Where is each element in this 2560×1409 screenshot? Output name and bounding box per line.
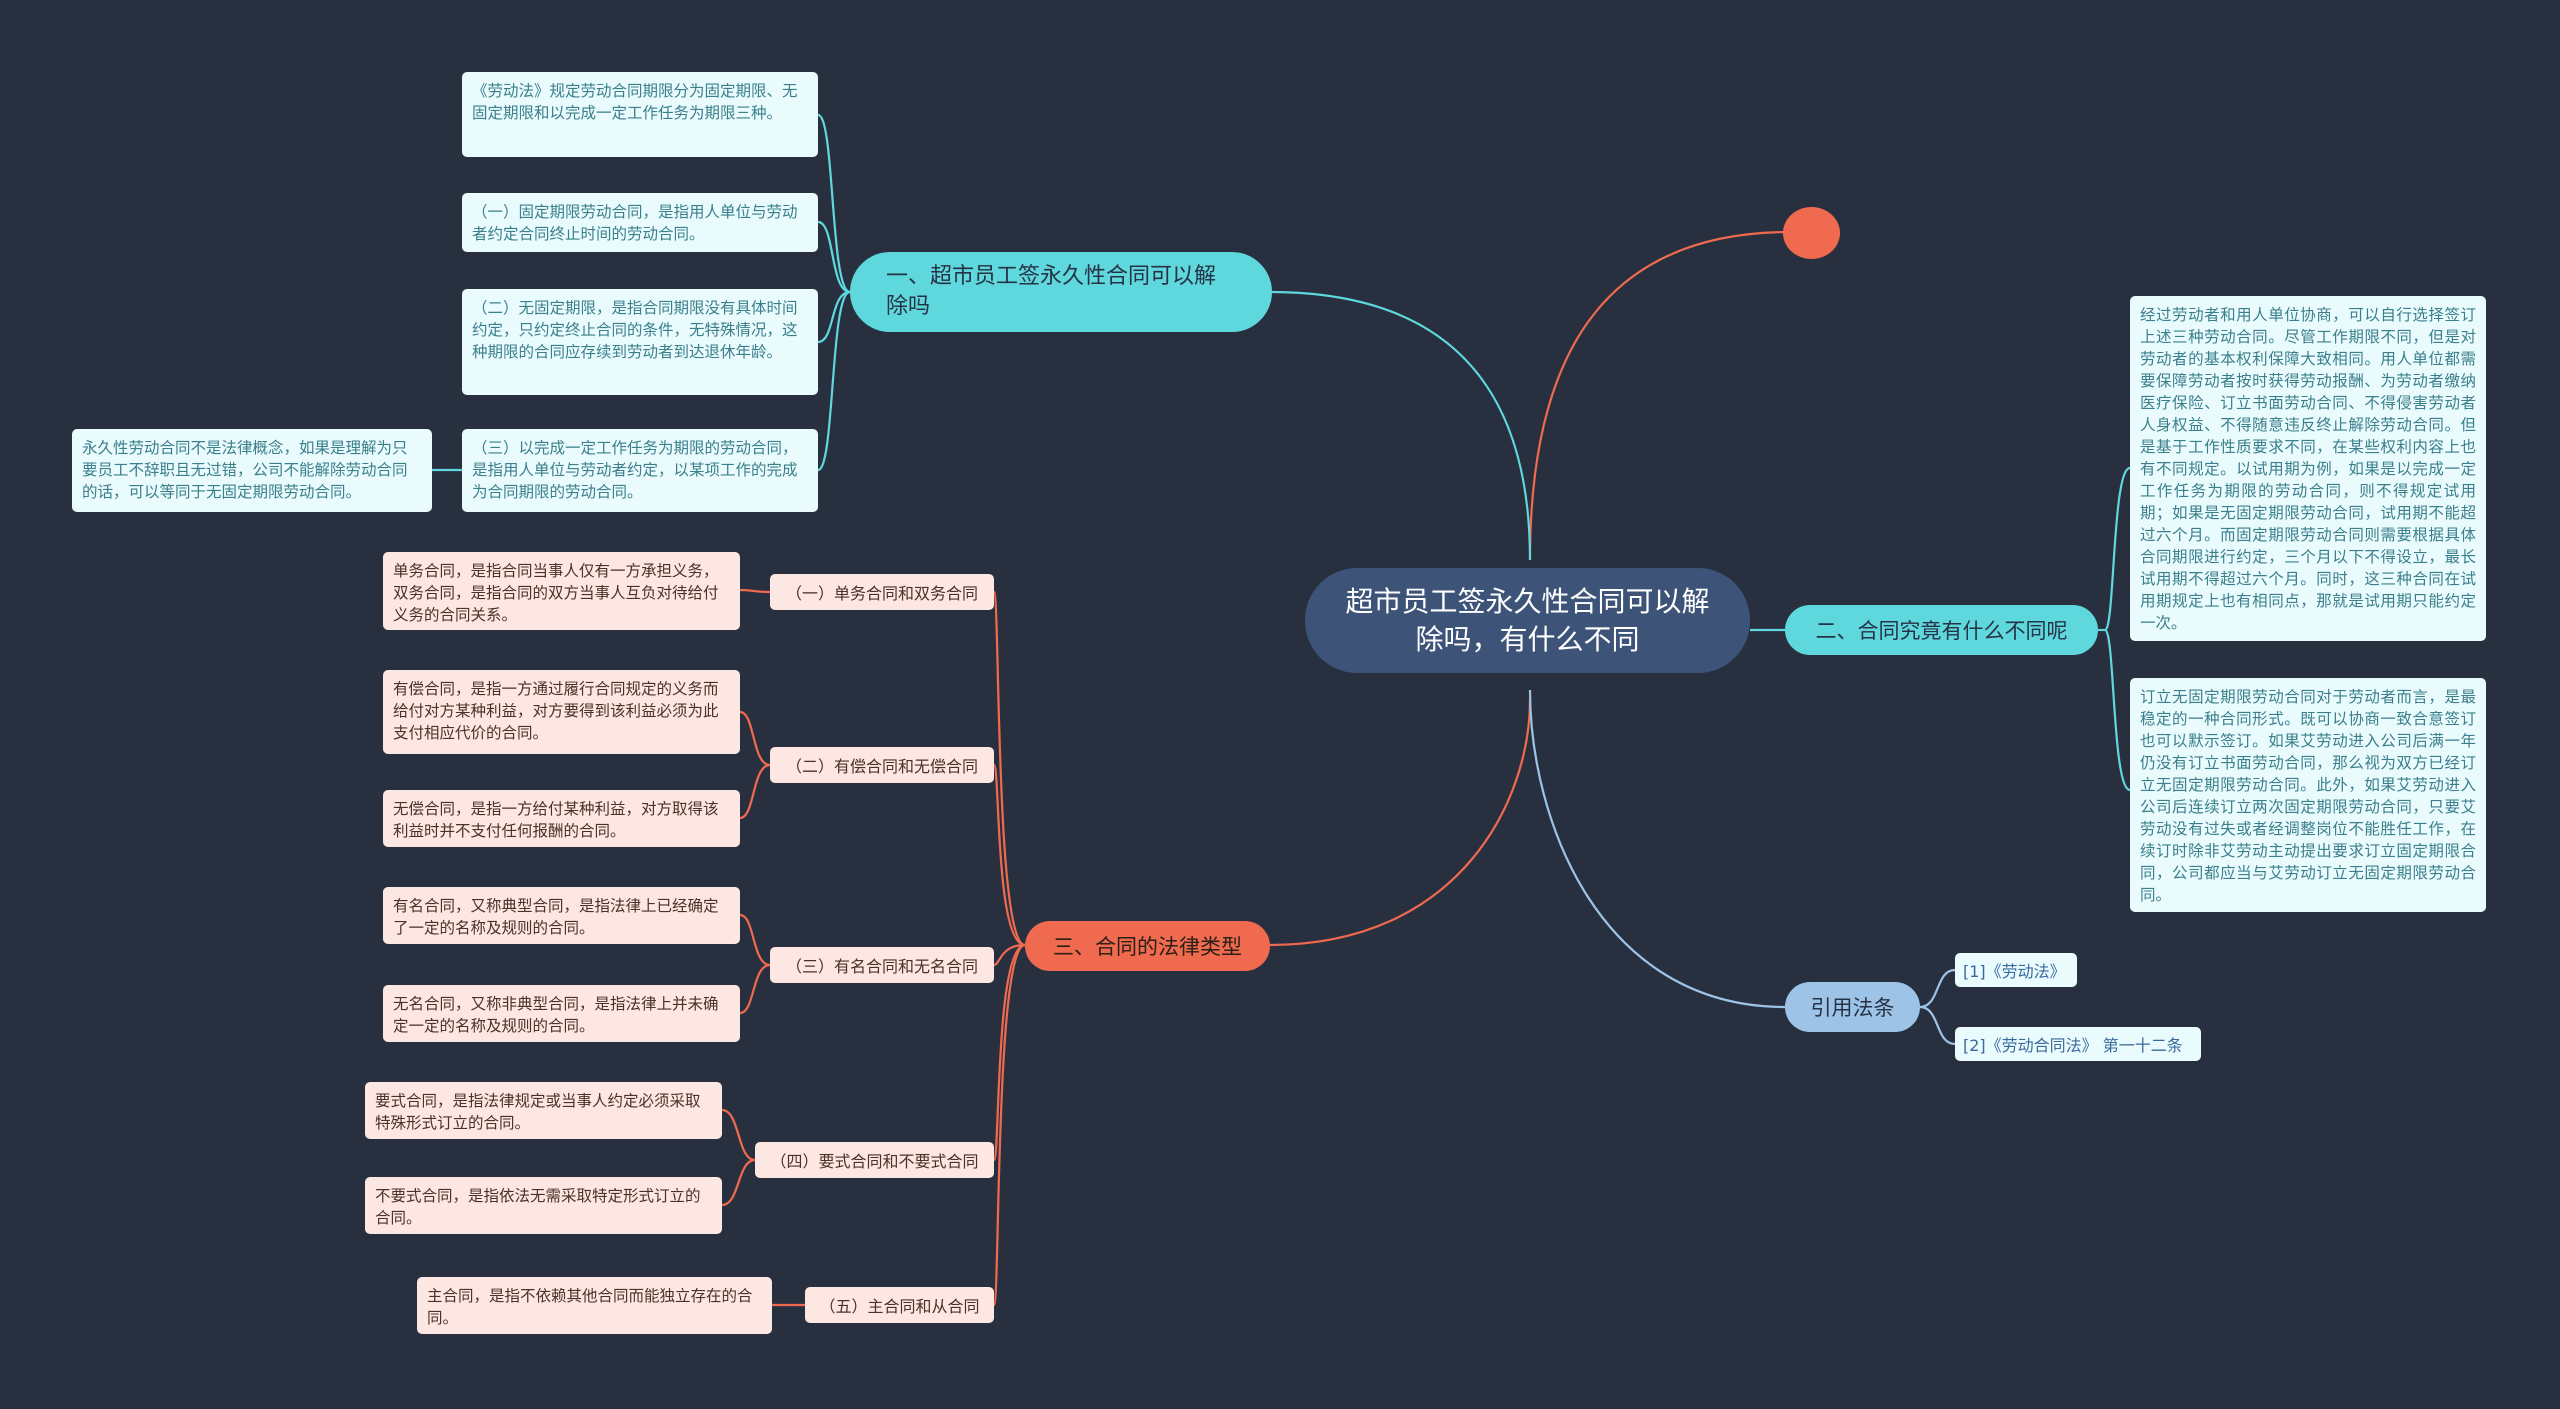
- note-text: 《劳动法》规定劳动合同期限分为固定期限、无固定期限和以完成一定工作任务为期限三种…: [472, 82, 798, 122]
- branch-1-note-4[interactable]: （三）以完成一定工作任务为期限的劳动合同，是指用人单位与劳动者约定，以某项工作的…: [462, 429, 818, 512]
- note-text: 主合同，是指不依赖其他合同而能独立存在的合同。: [427, 1287, 753, 1327]
- branch-3-sub-3-note-1[interactable]: 有名合同，又称典型合同，是指法律上已经确定了一定的名称及规则的合同。: [383, 887, 740, 944]
- branch-2-note-1[interactable]: 经过劳动者和用人单位协商，可以自行选择签订上述三种劳动合同。尽管工作期限不同，但…: [2130, 296, 2486, 641]
- sub-label: （五）主合同和从合同: [819, 1297, 980, 1316]
- note-text: 要式合同，是指法律规定或当事人约定必须采取特殊形式订立的合同。: [375, 1092, 701, 1132]
- sub-label: （二）有偿合同和无偿合同: [785, 757, 978, 776]
- branch-3-sub-3-note-2[interactable]: 无名合同，又称非典型合同，是指法律上并未确定一定的名称及规则的合同。: [383, 985, 740, 1042]
- branch-3-sub-4-note-2[interactable]: 不要式合同，是指依法无需采取特定形式订立的合同。: [365, 1177, 722, 1234]
- root-topic-label: 超市员工签永久性合同可以解除吗，有什么不同: [1345, 584, 1710, 656]
- branch-3-sub-4[interactable]: （四）要式合同和不要式合同: [755, 1142, 994, 1178]
- branch-1-note-1[interactable]: 《劳动法》规定劳动合同期限分为固定期限、无固定期限和以完成一定工作任务为期限三种…: [462, 72, 818, 157]
- root-topic[interactable]: 超市员工签永久性合同可以解除吗，有什么不同: [1305, 568, 1750, 673]
- branch-3-sub-2-note-1[interactable]: 有偿合同，是指一方通过履行合同规定的义务而给付对方某种利益，对方要得到该利益必须…: [383, 670, 740, 754]
- branch-3-sub-2-note-2[interactable]: 无偿合同，是指一方给付某种利益，对方取得该利益时并不支付任何报酬的合同。: [383, 790, 740, 847]
- branch-1-note-3[interactable]: （二）无固定期限，是指合同期限没有具体时间约定，只约定终止合同的条件，无特殊情况…: [462, 289, 818, 395]
- note-text: 订立无固定期限劳动合同对于劳动者而言，是最稳定的一种合同形式。既可以协商一致合意…: [2140, 688, 2476, 904]
- note-text: （一）固定期限劳动合同，是指用人单位与劳动者约定合同终止时间的劳动合同。: [472, 203, 798, 243]
- sub-label: （三）有名合同和无名合同: [785, 957, 978, 976]
- branch-1-label: 一、超市员工签永久性合同可以解除吗: [886, 264, 1217, 319]
- branch-3-sub-4-note-1[interactable]: 要式合同，是指法律规定或当事人约定必须采取特殊形式订立的合同。: [365, 1082, 722, 1139]
- branch-3-sub-1-note-1[interactable]: 单务合同，是指合同当事人仅有一方承担义务，双务合同，是指合同的双方当事人互负对待…: [383, 552, 740, 630]
- note-text: 经过劳动者和用人单位协商，可以自行选择签订上述三种劳动合同。尽管工作期限不同，但…: [2140, 306, 2476, 632]
- branch-1-side-note[interactable]: 永久性劳动合同不是法律概念，如果是理解为只要员工不辞职且无过错，公司不能解除劳动…: [72, 429, 432, 512]
- branch-2-note-2[interactable]: 订立无固定期限劳动合同对于劳动者而言，是最稳定的一种合同形式。既可以协商一致合意…: [2130, 678, 2486, 912]
- reference-link-2[interactable]: [2]《劳动合同法》 第一十二条: [1955, 1027, 2201, 1061]
- note-text: 永久性劳动合同不是法律概念，如果是理解为只要员工不辞职且无过错，公司不能解除劳动…: [82, 439, 408, 501]
- branch-3-sub-5[interactable]: （五）主合同和从合同: [805, 1287, 994, 1323]
- branch-2-label: 二、合同究竟有什么不同呢: [1815, 619, 2068, 643]
- sub-label: （一）单务合同和双务合同: [785, 584, 978, 603]
- branch-4-label: 引用法条: [1810, 996, 1895, 1020]
- note-text: 无名合同，又称非典型合同，是指法律上并未确定一定的名称及规则的合同。: [393, 995, 719, 1035]
- note-text: 有名合同，又称典型合同，是指法律上已经确定了一定的名称及规则的合同。: [393, 897, 719, 937]
- branch-3-sub-1[interactable]: （一）单务合同和双务合同: [770, 574, 994, 610]
- note-text: 无偿合同，是指一方给付某种利益，对方取得该利益时并不支付任何报酬的合同。: [393, 800, 719, 840]
- branch-2-topic[interactable]: 二、合同究竟有什么不同呢: [1785, 605, 2098, 655]
- sub-label: （四）要式合同和不要式合同: [770, 1152, 979, 1171]
- note-text: 单务合同，是指合同当事人仅有一方承担义务，双务合同，是指合同的双方当事人互负对待…: [393, 562, 719, 624]
- reference-link-1[interactable]: [1]《劳动法》: [1955, 953, 2077, 987]
- branch-3-topic[interactable]: 三、合同的法律类型: [1025, 921, 1270, 971]
- note-text: 有偿合同，是指一方通过履行合同规定的义务而给付对方某种利益，对方要得到该利益必须…: [393, 680, 719, 742]
- note-text: （三）以完成一定工作任务为期限的劳动合同，是指用人单位与劳动者约定，以某项工作的…: [472, 439, 798, 501]
- branch-1-note-2[interactable]: （一）固定期限劳动合同，是指用人单位与劳动者约定合同终止时间的劳动合同。: [462, 193, 818, 252]
- branch-3-sub-5-note-1[interactable]: 主合同，是指不依赖其他合同而能独立存在的合同。: [417, 1277, 772, 1334]
- reference-text: [2]《劳动合同法》 第一十二条: [1963, 1036, 2183, 1055]
- reference-text: [1]《劳动法》: [1963, 962, 2066, 981]
- note-text: 不要式合同，是指依法无需采取特定形式订立的合同。: [375, 1187, 701, 1227]
- orange-dot-node[interactable]: [1783, 207, 1840, 259]
- branch-4-topic[interactable]: 引用法条: [1785, 982, 1920, 1032]
- branch-3-sub-2[interactable]: （二）有偿合同和无偿合同: [770, 747, 994, 783]
- branch-3-sub-3[interactable]: （三）有名合同和无名合同: [770, 947, 994, 983]
- branch-1-topic[interactable]: 一、超市员工签永久性合同可以解除吗: [850, 252, 1272, 332]
- branch-3-label: 三、合同的法律类型: [1053, 935, 1242, 959]
- note-text: （二）无固定期限，是指合同期限没有具体时间约定，只约定终止合同的条件，无特殊情况…: [472, 299, 798, 361]
